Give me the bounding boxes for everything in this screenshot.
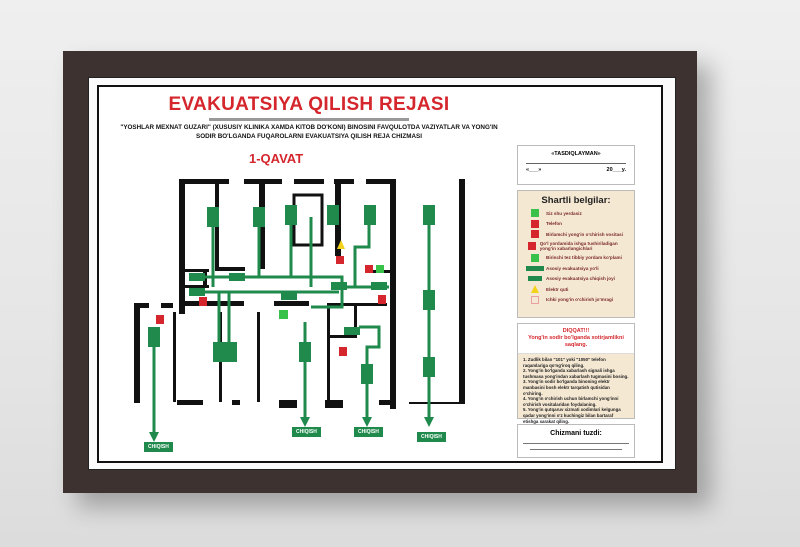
warning-subtitle: Yong'in sodir bo'lganda xotirjamlikni sa…	[528, 335, 624, 348]
warning-steps: 1. Zudlik bilan "101" yoki "1050" telefo…	[518, 354, 634, 427]
fire-extinguisher-icon	[531, 230, 539, 239]
exit-label-1: CHIQISH	[144, 442, 173, 452]
subtitle-line-1: "YOSHLAR MEXNAT GUZARI" (XUSUSIY KLINIKA…	[120, 124, 498, 131]
legend-item: Telefon	[518, 219, 634, 230]
legend-item: Siz shu yerdasiz	[518, 208, 634, 219]
author-line-2	[530, 449, 622, 450]
poster-subtitle: "YOSHLAR MEXNAT GUZARI" (XUSUSIY KLINIKA…	[99, 123, 519, 141]
legend-box: Shartli belgilar: Siz shu yerdasiz Telef…	[517, 190, 635, 318]
approval-label: «TASDIQLAYMAN»	[551, 151, 601, 157]
poster-title: EVAKUATSIYA QILISH REJASI	[168, 94, 450, 115]
exit-label-4: CHIQISH	[417, 432, 446, 442]
legend-title: Shartli belgilar:	[541, 195, 611, 206]
warning-step: 2. Yong'in bo'lganda xabarlash signali i…	[523, 368, 629, 379]
evacuation-route-icon	[526, 265, 544, 271]
evacuation-routes	[152, 207, 431, 432]
approval-box: «TASDIQLAYMAN» «___» 20___y.	[517, 145, 635, 185]
title-underline	[209, 118, 409, 121]
legend-item: Elektr quti	[518, 284, 634, 295]
fire-hydrant-icon	[531, 295, 539, 304]
walls	[134, 179, 465, 409]
legend-item: Asosiy evakuatsiya yo'li	[518, 263, 634, 274]
signature-line	[526, 163, 626, 164]
author-label: Chizmani tuzdi:	[550, 430, 602, 437]
fire-alarm-button-icon	[527, 242, 536, 250]
you-are-here-icon	[531, 209, 539, 218]
warning-title: DIQQAT!!!	[562, 328, 590, 334]
legend-item: Ichki yong'in o'chirish jo'mragi	[518, 295, 634, 306]
author-box: Chizmani tuzdi:	[517, 424, 635, 458]
markers	[156, 240, 386, 356]
legend-item: Birinchi tez tibbiy yordam ko'plami	[518, 253, 634, 264]
legend-item: Birlamchi yong'in o'chirish vositasi	[518, 229, 634, 240]
approval-date: «___» 20___y.	[518, 167, 634, 173]
telephone-icon	[531, 219, 539, 228]
frame-mat: EVAKUATSIYA QILISH REJASI "YOSHLAR MEXNA…	[88, 77, 676, 470]
legend-item: Qo'l yordamida ishga tushiriladigan yong…	[518, 240, 634, 253]
date-suffix: 20___y.	[606, 167, 626, 173]
author-line-1	[523, 443, 629, 444]
exit-label-2: CHIQISH	[292, 427, 321, 437]
exit-arrows	[149, 417, 434, 442]
legend-item: Asosiy evakuatsiya chiqish joyi	[518, 274, 634, 285]
date-prefix: «___»	[526, 167, 542, 173]
exit-label-3: CHIQISH	[354, 427, 383, 437]
warning-step: 1. Zudlik bilan "101" yoki "1050" telefo…	[523, 357, 606, 368]
floor-plan	[134, 179, 465, 442]
warning-step: 5. Yong'in qutqaruv xizmati xodimlari ke…	[523, 407, 621, 424]
warning-header: DIQQAT!!! Yong'in sodir bo'lganda xotirj…	[518, 324, 634, 354]
exit-sign-icon	[528, 276, 542, 282]
warning-box: DIQQAT!!! Yong'in sodir bo'lganda xotirj…	[517, 323, 635, 424]
warning-step: 3. Yong'in sodir bo'lganda binoning elek…	[523, 379, 610, 396]
floor-label: 1-QAVAT	[249, 151, 304, 166]
exit-signs	[148, 205, 435, 384]
first-aid-icon	[531, 253, 539, 262]
subtitle-line-2: SODIR BO'LGANDA FUQAROLARNI EVAKUATSIYA …	[196, 133, 422, 140]
picture-frame: EVAKUATSIYA QILISH REJASI "YOSHLAR MEXNA…	[63, 51, 697, 493]
warning-step: 4. Yong'in o'chirish uchun birlamchi yon…	[523, 396, 619, 407]
electric-panel-icon	[531, 285, 539, 294]
evacuation-poster: EVAKUATSIYA QILISH REJASI "YOSHLAR MEXNA…	[97, 85, 663, 463]
